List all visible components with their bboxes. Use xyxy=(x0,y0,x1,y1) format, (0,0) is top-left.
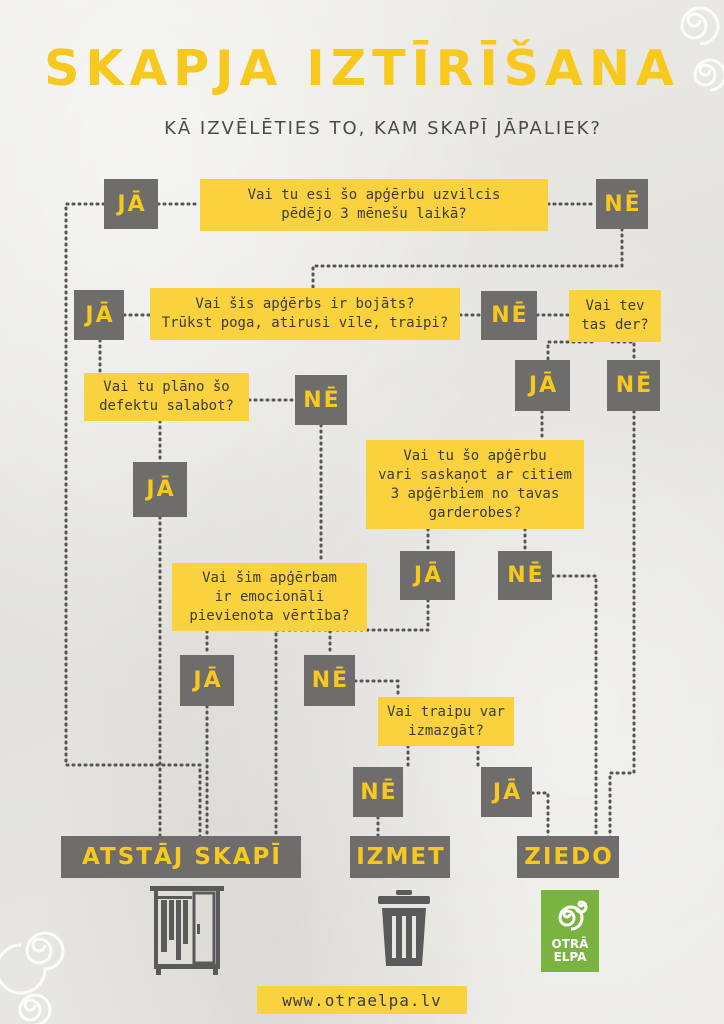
answer-yes-fits: JĀ xyxy=(515,360,570,411)
outcome-donate: ZIEDO xyxy=(517,836,619,878)
answer-no-repair: NĒ xyxy=(295,375,347,425)
answer-yes-worn: JĀ xyxy=(104,179,158,229)
question-damaged: Vai šis apģērbs ir bojāts? Trūkst poga, … xyxy=(150,288,460,340)
logo-text-line2: ELPA xyxy=(553,950,587,964)
logo-swirl-icon xyxy=(558,900,588,931)
page-title: SKAPJA IZTĪRĪŠANA xyxy=(44,40,680,97)
answer-no-stain: NĒ xyxy=(353,767,403,817)
question-fits: Vai tev tas der? xyxy=(569,290,661,342)
question-stain-washable: Vai traipu var izmazgāt? xyxy=(378,697,514,746)
question-match-wardrobe: Vai tu šo apģērbu vari saskaņot ar citie… xyxy=(366,440,584,529)
wardrobe-icon xyxy=(150,886,224,975)
spiral-decoration-icon xyxy=(0,931,65,1024)
answer-yes-emotional: JĀ xyxy=(180,655,234,706)
outcome-discard: IZMET xyxy=(350,836,450,878)
answer-yes-stain: JĀ xyxy=(481,767,532,817)
question-emotional-value: Vai šim apģērbam ir emocionāli pievienot… xyxy=(172,563,367,631)
answer-yes-match: JĀ xyxy=(400,551,455,600)
logo-text-line1: OTRĀ xyxy=(551,937,589,951)
answer-no-fits: NĒ xyxy=(607,360,660,411)
spiral-decoration-icon xyxy=(680,6,724,92)
answer-yes-repair: JĀ xyxy=(133,462,187,517)
page-subtitle: KĀ IZVĒLĒTIES TO, KAM SKAPĪ JĀPALIEK? xyxy=(164,118,602,139)
answer-yes-damaged: JĀ xyxy=(74,290,124,340)
trash-can-icon xyxy=(378,890,430,966)
otra-elpa-logo: OTRĀ ELPA xyxy=(541,890,599,972)
answer-no-worn: NĒ xyxy=(596,179,648,229)
answer-no-match: NĒ xyxy=(498,551,552,600)
question-repair: Vai tu plāno šo defektu salabot? xyxy=(84,373,249,421)
question-worn-recently: Vai tu esi šo apģērbu uzvilcis pēdējo 3 … xyxy=(200,179,548,231)
website-link[interactable]: www.otraelpa.lv xyxy=(257,986,467,1014)
answer-no-damaged: NĒ xyxy=(481,291,537,340)
outcome-keep-in-wardrobe: ATSTĀJ SKAPĪ xyxy=(61,836,301,878)
answer-no-emotional: NĒ xyxy=(304,655,355,706)
